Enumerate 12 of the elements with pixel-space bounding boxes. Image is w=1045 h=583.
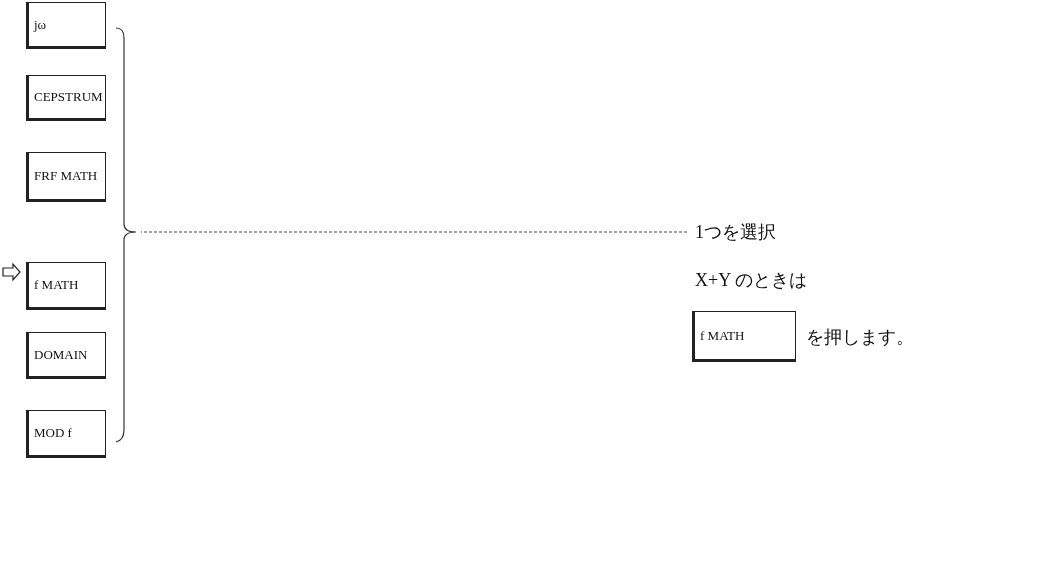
curly-brace <box>115 26 137 444</box>
note-text: 1つを選択 <box>695 220 776 244</box>
softkey-box: MOD f <box>26 410 106 458</box>
softkey-box: jω <box>26 2 106 49</box>
softkey-box: DOMAIN <box>26 332 106 379</box>
softkey-box: CEPSTRUM <box>26 75 106 121</box>
softkey-box: f MATH <box>26 262 106 310</box>
softkey-box: f MATH <box>692 311 796 362</box>
note-text: X+Y のときは <box>695 269 807 292</box>
leader-line <box>140 231 688 233</box>
note-text: を押します。 <box>806 326 914 349</box>
softkey-box: FRF MATH <box>26 152 106 202</box>
